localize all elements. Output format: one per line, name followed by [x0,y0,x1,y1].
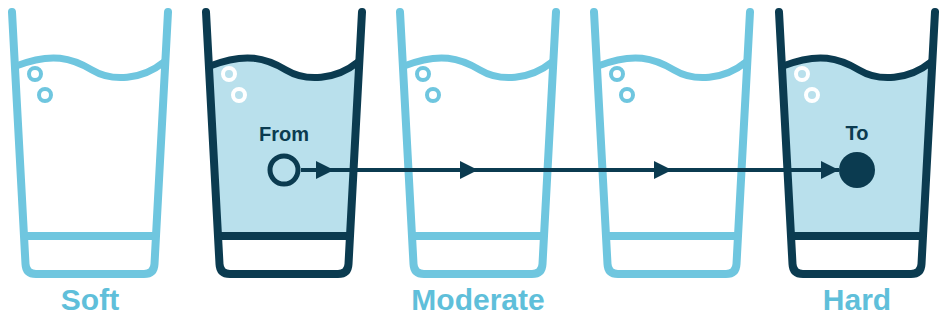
flow-arrow [301,168,839,172]
glass-from [206,12,362,274]
hardness-label: Moderate [411,283,544,316]
scale-marker: To [839,152,875,188]
glass-hard [779,12,935,274]
marker-circle [839,152,875,188]
hardness-label: Soft [61,283,119,316]
glass-moderate [400,12,556,274]
marker-label: From [259,123,309,145]
glass-moderate [594,12,750,274]
scale-marker: From [267,153,301,187]
start-circle [270,156,298,184]
glass-soft [12,12,168,274]
marker-circle [267,153,301,187]
end-circle [839,152,875,188]
hardness-label: Hard [823,283,891,316]
marker-label: To [846,122,869,144]
